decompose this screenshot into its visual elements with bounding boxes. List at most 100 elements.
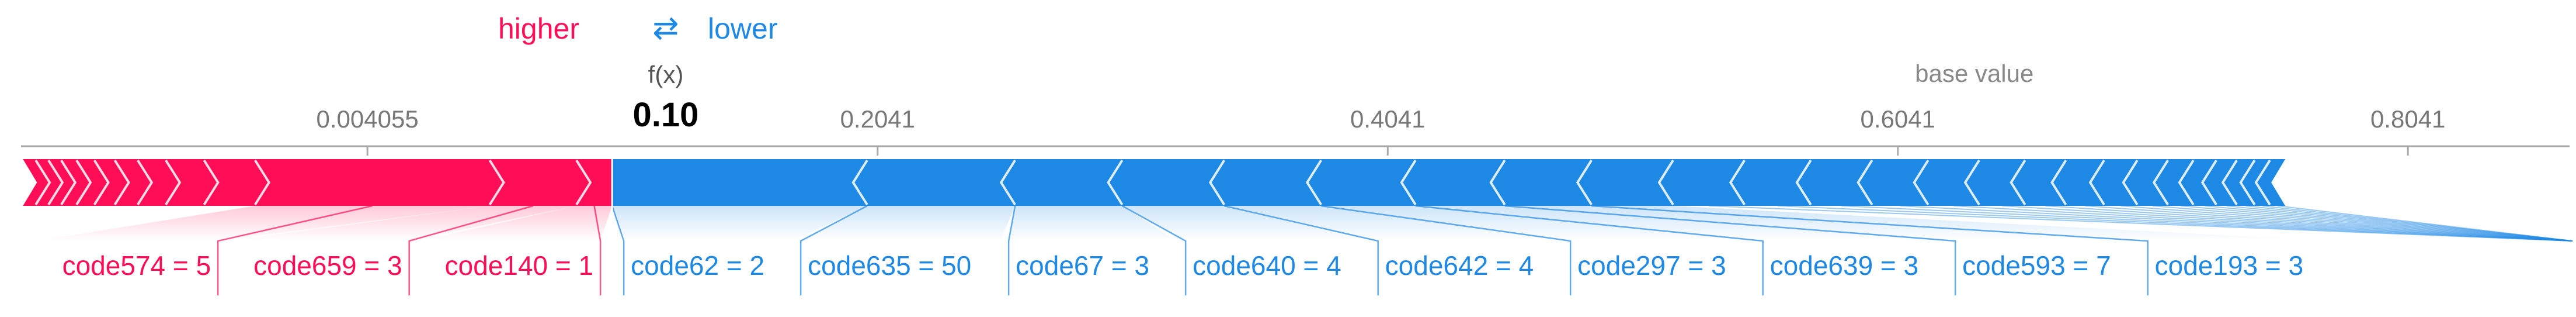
positive-segment bbox=[137, 159, 180, 206]
output-value: 0.10 bbox=[633, 96, 699, 134]
negative-connector bbox=[1122, 205, 1187, 295]
negative-connector bbox=[1841, 205, 2573, 242]
negative-connector bbox=[1709, 205, 2573, 242]
positive-connector-fill bbox=[227, 206, 577, 241]
negative-connector bbox=[2205, 205, 2573, 242]
negative-segment-divider bbox=[1107, 159, 1124, 206]
negative-segment-divider bbox=[2088, 159, 2105, 206]
axis-tick-label: 0.004055 bbox=[317, 105, 419, 133]
axis-tick-label: 0.6041 bbox=[1860, 105, 1935, 133]
negative-connector bbox=[1321, 205, 1572, 295]
axis-tick-label: 0.2041 bbox=[840, 105, 915, 133]
negative-segment-divider bbox=[1963, 159, 1980, 206]
negative-feature-label: code640 = 4 bbox=[1193, 250, 1341, 281]
legend: higher ⇄ lower bbox=[498, 11, 777, 46]
negative-segment-divider bbox=[2254, 159, 2271, 206]
negative-segment bbox=[1659, 159, 1745, 206]
negative-segment bbox=[2179, 159, 2217, 206]
negative-connector-fill bbox=[1321, 206, 1755, 241]
negative-segment bbox=[2154, 159, 2193, 206]
negative-segment-divider bbox=[1857, 159, 1873, 206]
negative-segment bbox=[1914, 159, 1980, 206]
positive-segment bbox=[23, 159, 50, 206]
negative-segment-divider bbox=[1208, 159, 1226, 206]
positive-segment bbox=[255, 159, 504, 206]
positive-connector-fill bbox=[36, 206, 490, 241]
positive-segment-divider bbox=[575, 159, 592, 206]
positive-segment bbox=[204, 159, 269, 206]
negative-connector bbox=[1591, 205, 2149, 295]
negative-segment bbox=[2052, 159, 2105, 206]
negative-connector-fill bbox=[1224, 206, 1563, 241]
negative-connector bbox=[2180, 205, 2573, 242]
negative-connector-fill bbox=[801, 206, 1016, 241]
negative-segment-divider bbox=[999, 159, 1016, 206]
negative-connector bbox=[2226, 205, 2573, 242]
negative-segment-divider bbox=[1729, 159, 1746, 206]
negative-segment-divider bbox=[2122, 159, 2139, 206]
negative-segment-divider bbox=[2200, 159, 2217, 206]
negative-segment bbox=[853, 159, 1016, 206]
negative-connector-fill bbox=[1122, 206, 1370, 241]
positive-feature-label: code659 = 3 bbox=[253, 250, 402, 281]
negative-connector bbox=[1777, 205, 2573, 242]
negative-connector bbox=[2002, 205, 2573, 242]
negative-connector bbox=[1900, 205, 2573, 242]
negative-segment bbox=[2090, 159, 2137, 206]
positive-connector bbox=[217, 205, 373, 295]
negative-connector-fill bbox=[1415, 206, 1948, 241]
positive-connector-fill bbox=[418, 206, 613, 241]
negative-connector bbox=[2085, 205, 2573, 242]
positive-segment bbox=[48, 159, 75, 206]
negative-segment-divider bbox=[1657, 159, 1674, 206]
negative-segment-divider bbox=[2178, 159, 2195, 206]
negative-segment-divider bbox=[1400, 159, 1417, 206]
negative-feature-label: code635 = 50 bbox=[808, 250, 971, 281]
positive-segment bbox=[489, 159, 591, 206]
positive-segment-divider bbox=[113, 159, 130, 206]
positive-feature-label: code140 = 1 bbox=[445, 250, 594, 281]
positive-segment bbox=[165, 159, 218, 206]
negative-segment-divider bbox=[2239, 159, 2256, 206]
negative-segment-divider bbox=[2152, 159, 2169, 206]
positive-segment-divider bbox=[34, 159, 51, 206]
negative-segment-divider bbox=[2050, 159, 2067, 206]
negative-segment-divider bbox=[1913, 159, 1930, 206]
positive-connector bbox=[593, 205, 602, 295]
axis-tick-label: 0.8041 bbox=[2370, 105, 2445, 133]
base-value-label: base value bbox=[1915, 60, 2033, 87]
axis-tick-label: 0.4041 bbox=[1350, 105, 1425, 133]
negative-segment bbox=[1965, 159, 2025, 206]
negative-connector bbox=[2262, 205, 2573, 242]
negative-segment bbox=[1730, 159, 1811, 206]
negative-segment bbox=[1577, 159, 1673, 206]
negative-segment bbox=[2123, 159, 2168, 206]
negative-feature-label: code639 = 3 bbox=[1770, 250, 1919, 281]
negative-feature-label: code593 = 7 bbox=[1962, 250, 2111, 281]
positive-segment-divider bbox=[47, 159, 64, 206]
negative-connector bbox=[1953, 205, 2573, 242]
negative-segment-divider bbox=[1489, 159, 1506, 206]
negative-feature-label: code193 = 3 bbox=[2155, 250, 2304, 281]
negative-feature-label: code642 = 4 bbox=[1385, 250, 1534, 281]
output-label: f(x) bbox=[648, 61, 684, 88]
positive-segment bbox=[36, 159, 62, 206]
negative-connector bbox=[1415, 205, 1764, 295]
negative-feature-label: code62 = 2 bbox=[631, 250, 764, 281]
negative-segment bbox=[612, 159, 867, 206]
feature-labels: code140 = 1 code659 = 3 code574 = 5 code62 … bbox=[62, 250, 2304, 281]
negative-connector bbox=[799, 205, 868, 295]
negative-segment bbox=[1307, 159, 1416, 206]
positive-connector bbox=[408, 205, 534, 295]
positive-segment-divider bbox=[60, 159, 77, 206]
negative-connector bbox=[611, 205, 625, 295]
negative-segment-divider bbox=[2221, 159, 2238, 206]
negative-connector-fill bbox=[1009, 206, 1178, 241]
negative-segment bbox=[2011, 159, 2066, 206]
positive-feature-label: code574 = 5 bbox=[62, 250, 211, 281]
negative-connector bbox=[1224, 205, 1379, 295]
negative-segment-divider bbox=[1305, 159, 1322, 206]
force-bar bbox=[23, 159, 2286, 295]
negative-segment-divider bbox=[851, 159, 868, 206]
